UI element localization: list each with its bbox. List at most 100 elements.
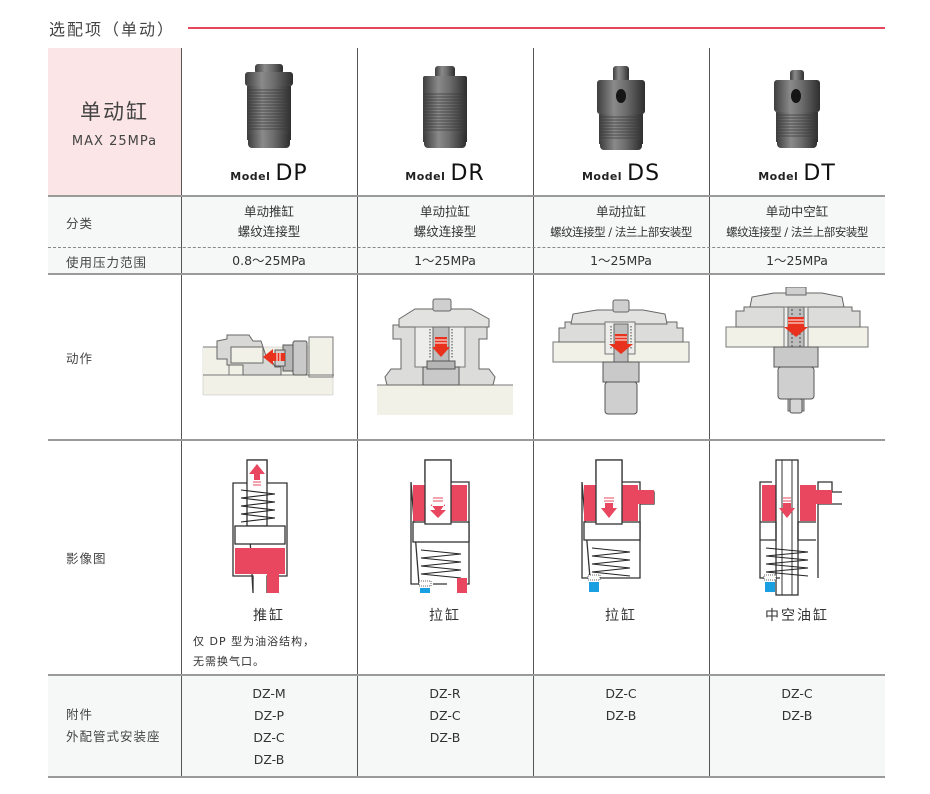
model-code: DP [275,161,308,186]
category-mount: 螺纹连接型 / 法兰上部安装型 [550,225,692,239]
pressure-value: 0.8～25MPa [232,253,306,268]
header-label-cell: 单动缸 MAX 25MPa [48,48,181,196]
product-image-dr [423,66,467,148]
schematic-caption: 拉缸 [605,608,637,624]
accessory-item: DZ-C [781,686,813,701]
column-divider [357,48,358,777]
action-diagram-dt [725,287,869,414]
row-label: 动作 [48,274,181,440]
product-image-dt [774,70,820,148]
action-cell-dp [181,274,357,440]
accessory-item: DZ-C [253,730,285,745]
schematic-row: 影像图 推缸 仅 DP 型为油浴结构， 无需换气口。 [48,440,885,675]
action-diagram-ds [552,299,690,415]
section-header: 选配项（单动） [49,16,175,40]
category-label: 分类 [66,215,94,231]
action-cell-dt [709,274,885,440]
accessories-cell-dp: DZ-M DZ-P DZ-C DZ-B [181,675,357,777]
accessory-item: DZ-C [605,686,637,701]
accessories-sublabel: 外配管式安装座 [66,729,161,744]
category-type: 单动中空缸 [765,204,829,219]
category-cell: 单动推缸 螺纹连接型 [181,196,357,248]
category-row: 分类 单动推缸 螺纹连接型 单动拉缸 螺纹连接型 单动拉缸 螺纹连接型 / 法兰… [48,196,885,248]
action-diagram-dr [377,298,513,415]
model-label-dp: Model DP [181,161,357,186]
column-divider [533,48,534,777]
row-divider [48,273,885,275]
accessory-item: DZ-B [781,708,813,723]
max-pressure: MAX 25MPa [71,133,158,149]
accessory-item: DZ-B [605,708,637,723]
pressure-row: 使用压力范围 0.8～25MPa 1～25MPa 1～25MPa 1～25MPa [48,248,885,274]
category-mount: 螺纹连接型 [237,224,301,239]
row-label: 影像图 [48,440,181,675]
action-diagram-dp [202,334,334,396]
accessories-cell-dt: DZ-C DZ-B [709,675,885,777]
schematic-caption: 中空油缸 [765,608,829,624]
schematic-caption: 拉缸 [429,608,461,624]
action-row: 动作 [48,274,885,440]
model-code: DT [803,161,836,186]
schematic-note: 仅 DP 型为油浴结构， 无需换气口。 [193,632,315,672]
product-image-ds [597,66,645,150]
schematic-caption: 推缸 [253,608,285,624]
model-prefix: Model [405,170,446,183]
model-cell-dt: Model DT [709,48,885,196]
note-line: 仅 DP 型为油浴结构， [193,635,316,648]
pressure-label: 使用压力范围 [66,254,148,270]
category-cell: 单动拉缸 螺纹连接型 [357,196,533,248]
pressure-cell: 1～25MPa [533,248,709,274]
model-label-dr: Model DR [357,161,533,186]
accessories-label: 附件 [66,707,94,722]
model-code: DS [627,161,661,186]
accessory-item: DZ-M [252,686,286,701]
schematic-cell-dr: 拉缸 [357,440,533,675]
accessories-cell-ds: DZ-C DZ-B [533,675,709,777]
category-mount: 螺纹连接型 [413,224,477,239]
header-row: 单动缸 MAX 25MPa Model [48,48,885,196]
pressure-cell: 0.8～25MPa [181,248,357,274]
pressure-cell: 1～25MPa [709,248,885,274]
model-label-dt: Model DT [709,161,885,186]
pressure-value: 1～25MPa [590,253,652,268]
pressure-value: 1～25MPa [414,253,476,268]
model-label-ds: Model DS [533,161,709,186]
model-prefix: Model [581,170,623,183]
action-label: 动作 [66,350,94,366]
row-divider [48,439,885,441]
pressure-value: 1～25MPa [766,253,828,268]
accessory-item: DZ-C [429,708,461,723]
category-type: 单动拉缸 [595,204,646,219]
model-cell-dp: Model DP [181,48,357,196]
model-code: DR [450,161,485,186]
category-cell: 单动中空缸 螺纹连接型 / 法兰上部安装型 [709,196,885,248]
action-cell-dr [357,274,533,440]
schematic-push-cylinder [232,459,288,593]
schematic-cell-ds: 拉缸 [533,440,709,675]
title-divider-line [188,27,885,29]
action-cell-ds [533,274,709,440]
schematic-label: 影像图 [66,551,107,566]
schematic-pull-cylinder-flange [581,459,655,592]
section-title: 选配项（单动） [49,20,176,39]
model-cell-ds: Model DS [533,48,709,196]
pressure-cell: 1～25MPa [357,248,533,274]
product-image-dp [245,64,293,148]
category-cell: 单动拉缸 螺纹连接型 / 法兰上部安装型 [533,196,709,248]
accessory-item: DZ-B [429,730,461,745]
row-divider-dashed [48,247,885,248]
row-label: 附件 外配管式安装座 [48,675,181,777]
category-mount: 螺纹连接型 / 法兰上部安装型 [726,225,868,239]
model-prefix: Model [758,170,799,183]
accessories-cell-dr: DZ-R DZ-C DZ-B [357,675,533,777]
main-label: 单动缸 [80,99,149,124]
category-type: 单动推缸 [243,204,294,219]
schematic-pull-cylinder [410,459,470,593]
model-cell-dr: Model DR [357,48,533,196]
accessory-item: DZ-R [429,686,461,701]
accessory-item: DZ-P [253,708,285,723]
accessories-row: 附件 外配管式安装座 DZ-M DZ-P DZ-C DZ-B DZ-R DZ-C… [48,675,885,777]
model-prefix: Model [230,170,271,183]
note-line: 无需换气口。 [193,655,265,668]
row-label: 使用压力范围 [48,248,181,274]
